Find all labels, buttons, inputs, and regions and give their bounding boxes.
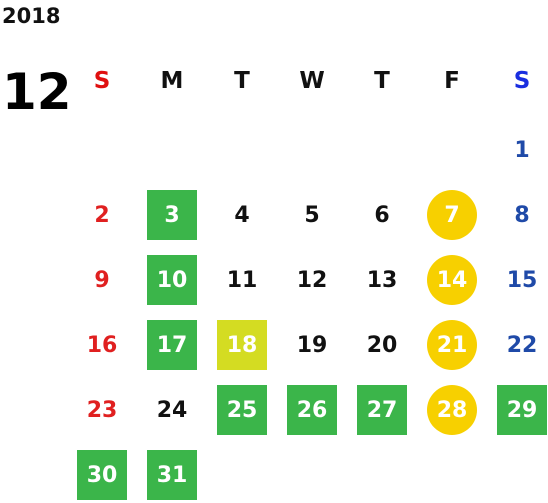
day-cell-31[interactable]: 31	[147, 450, 197, 500]
day-cell-2[interactable]: 2	[94, 202, 110, 228]
day-cell-26[interactable]: 26	[287, 385, 337, 435]
day-cell-18[interactable]: 18	[217, 320, 267, 370]
day-cell-14[interactable]: 14	[427, 255, 477, 305]
weekday-header-saturday: S	[513, 68, 531, 94]
day-cell-5[interactable]: 5	[304, 202, 320, 228]
day-cell-22[interactable]: 22	[506, 332, 538, 358]
day-cell-7[interactable]: 7	[427, 190, 477, 240]
day-cell-1[interactable]: 1	[514, 137, 530, 163]
day-cell-3[interactable]: 3	[147, 190, 197, 240]
day-cell-13[interactable]: 13	[366, 267, 398, 293]
day-cell-8[interactable]: 8	[514, 202, 530, 228]
day-cell-21[interactable]: 21	[427, 320, 477, 370]
day-cell-27[interactable]: 27	[357, 385, 407, 435]
day-cell-24[interactable]: 24	[156, 397, 188, 423]
day-cell-28[interactable]: 28	[427, 385, 477, 435]
day-cell-16[interactable]: 16	[86, 332, 118, 358]
day-cell-11[interactable]: 11	[226, 267, 258, 293]
weekday-header-sunday: S	[93, 68, 111, 94]
year-label: 2018	[2, 4, 61, 28]
day-cell-9[interactable]: 9	[94, 267, 110, 293]
day-cell-4[interactable]: 4	[234, 202, 250, 228]
day-cell-20[interactable]: 20	[366, 332, 398, 358]
day-cell-10[interactable]: 10	[147, 255, 197, 305]
day-cell-25[interactable]: 25	[217, 385, 267, 435]
weekday-header-thursday: T	[374, 68, 390, 94]
month-number: 12	[2, 63, 72, 121]
day-cell-15[interactable]: 15	[506, 267, 538, 293]
day-cell-17[interactable]: 17	[147, 320, 197, 370]
weekday-header-wednesday: W	[299, 68, 325, 94]
day-cell-30[interactable]: 30	[77, 450, 127, 500]
weekday-header-monday: M	[160, 68, 184, 94]
day-cell-6[interactable]: 6	[374, 202, 390, 228]
day-cell-19[interactable]: 19	[296, 332, 328, 358]
day-cell-29[interactable]: 29	[497, 385, 547, 435]
weekday-header-friday: F	[444, 68, 460, 94]
weekday-header-tuesday: T	[234, 68, 250, 94]
day-cell-23[interactable]: 23	[86, 397, 118, 423]
day-cell-12[interactable]: 12	[296, 267, 328, 293]
